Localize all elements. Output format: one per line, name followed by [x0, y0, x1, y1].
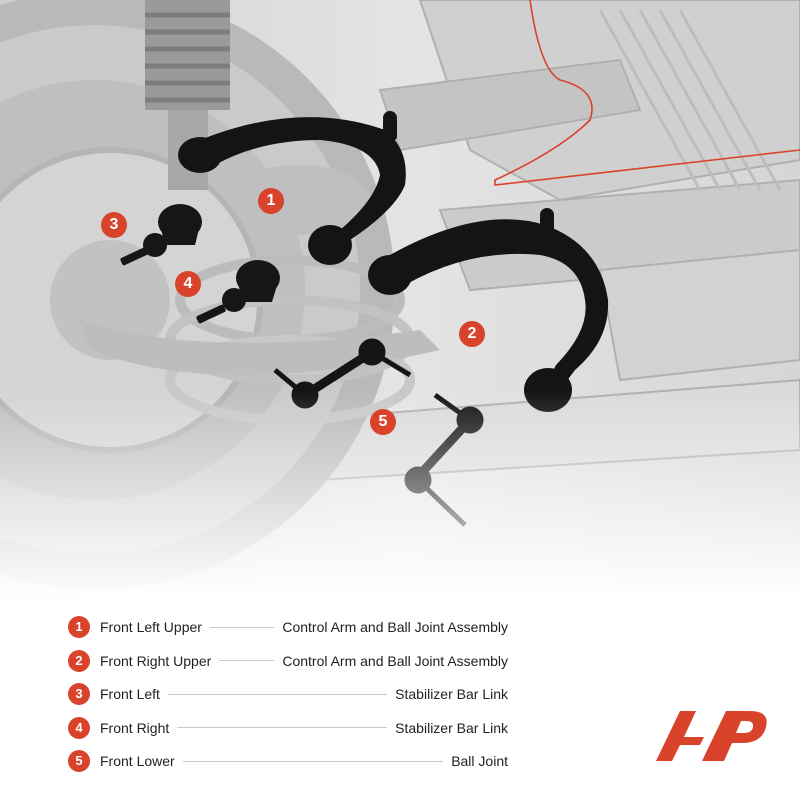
callout-1: 1 [258, 188, 284, 214]
legend-item-4: 4 Front Right Stabilizer Bar Link [68, 716, 508, 739]
parts-legend: 1 Front Left Upper Control Arm and Ball … [68, 616, 508, 784]
legend-item-5: 5 Front Lower Ball Joint [68, 750, 508, 772]
legend-desc-5: Ball Joint [451, 753, 508, 769]
legend-name-3: Front Left [100, 686, 160, 702]
legend-badge-2: 2 [68, 649, 90, 672]
legend-leader-line [167, 693, 388, 695]
legend-item-3: 3 Front Left Stabilizer Bar Link [68, 683, 508, 705]
legend-badge-1: 1 [68, 616, 90, 638]
legend-desc-1: Control Arm and Ball Joint Assembly [282, 619, 508, 635]
legend-desc-2: Control Arm and Ball Joint Assembly [282, 652, 508, 669]
legend-desc-4: Stabilizer Bar Link [395, 719, 508, 736]
legend-badge-4: 4 [68, 716, 90, 739]
callout-4: 4 [175, 271, 201, 297]
legend-item-1: 1 Front Left Upper Control Arm and Ball … [68, 616, 508, 638]
legend-name-1: Front Left Upper [100, 619, 202, 635]
suspension-scene [0, 0, 800, 600]
callout-5: 5 [370, 409, 396, 435]
legend-leader-line [177, 727, 388, 728]
legend-name-4: Front Right [100, 719, 170, 736]
legend-desc-3: Stabilizer Bar Link [395, 686, 508, 702]
legend-leader-line [219, 660, 275, 661]
legend-name-2: Front Right Upper [100, 652, 212, 669]
callout-2: 2 [459, 321, 485, 347]
legend-badge-3: 3 [68, 683, 90, 705]
callout-3: 3 [101, 212, 127, 238]
legend-leader-line [182, 760, 444, 762]
legend-badge-5: 5 [68, 750, 90, 772]
ap-logo-icon [656, 711, 767, 761]
legend-name-5: Front Lower [100, 753, 175, 769]
legend-leader-line [209, 626, 275, 628]
legend-item-2: 2 Front Right Upper Control Arm and Ball… [68, 649, 508, 672]
